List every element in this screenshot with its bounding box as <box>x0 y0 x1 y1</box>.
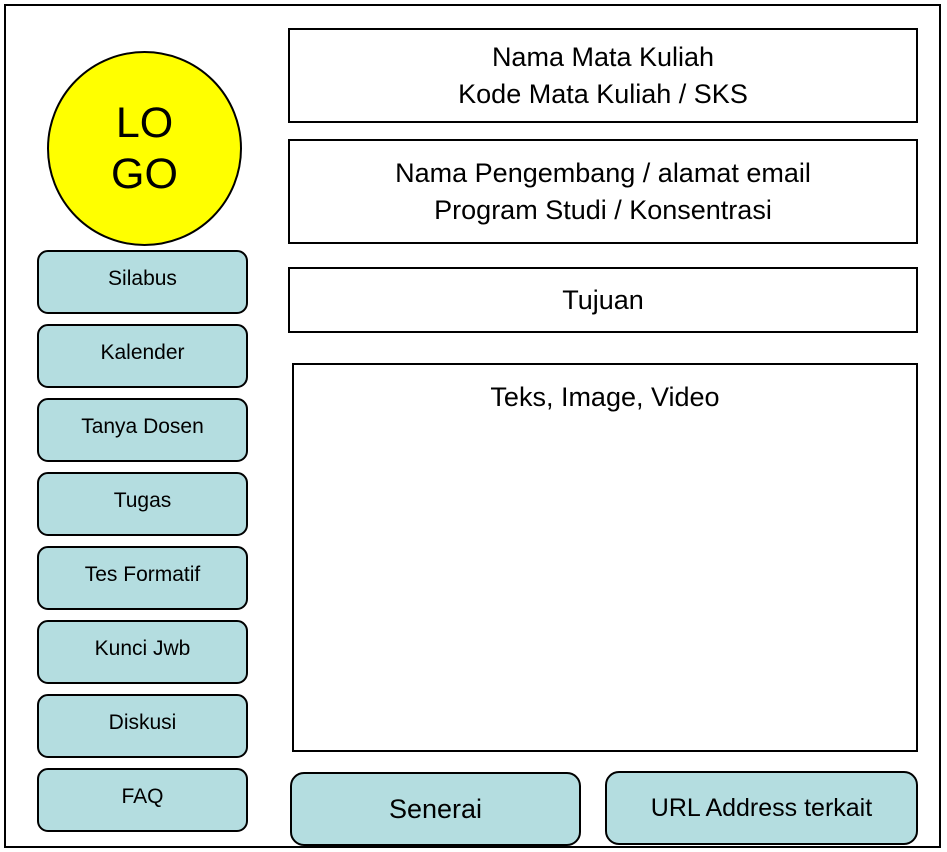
logo-text-line2: GO <box>111 149 178 198</box>
sidebar-item-label: Kalender <box>100 341 185 364</box>
course-name: Nama Mata Kuliah <box>491 41 715 72</box>
content-label: Teks, Image, Video <box>490 382 720 412</box>
senerai-button[interactable]: Senerai <box>290 772 581 846</box>
related-url-button[interactable]: URL Address terkait <box>605 771 918 845</box>
objective-box: Tujuan <box>288 267 918 333</box>
developer-info-box: Nama Pengembang / alamat email Program S… <box>288 139 918 244</box>
sidebar-item-label: Tugas <box>113 489 172 512</box>
course-code: Kode Mata Kuliah / SKS <box>458 78 748 109</box>
sidebar-item-silabus[interactable]: Silabus <box>37 250 248 314</box>
sidebar-item-diskusi[interactable]: Diskusi <box>37 694 248 758</box>
course-header-box: Nama Mata Kuliah Kode Mata Kuliah / SKS <box>288 28 918 123</box>
sidebar-item-label: Kunci Jwb <box>94 637 191 660</box>
related-url-label: URL Address terkait <box>650 793 873 822</box>
sidebar-item-tanya-dosen[interactable]: Tanya Dosen <box>37 398 248 462</box>
objective-label: Tujuan <box>562 284 644 315</box>
sidebar-item-tugas[interactable]: Tugas <box>37 472 248 536</box>
content-area: Teks, Image, Video <box>292 363 918 752</box>
sidebar-item-tes-formatif[interactable]: Tes Formatif <box>37 546 248 610</box>
sidebar-item-label: FAQ <box>121 785 164 808</box>
sidebar-item-kalender[interactable]: Kalender <box>37 324 248 388</box>
sidebar-item-label: Diskusi <box>108 711 177 734</box>
sidebar-item-label: Silabus <box>108 267 177 290</box>
page-frame <box>4 4 941 848</box>
study-program: Program Studi / Konsentrasi <box>434 194 772 225</box>
sidebar-item-faq[interactable]: FAQ <box>37 768 248 832</box>
sidebar-item-kunci-jwb[interactable]: Kunci Jwb <box>37 620 248 684</box>
sidebar-item-label: Tes Formatif <box>84 563 201 586</box>
logo: LO GO <box>47 51 242 246</box>
sidebar-item-label: Tanya Dosen <box>81 415 204 438</box>
senerai-label: Senerai <box>388 793 483 824</box>
logo-text-line1: LO <box>115 98 174 147</box>
developer-name-email: Nama Pengembang / alamat email <box>395 157 811 188</box>
